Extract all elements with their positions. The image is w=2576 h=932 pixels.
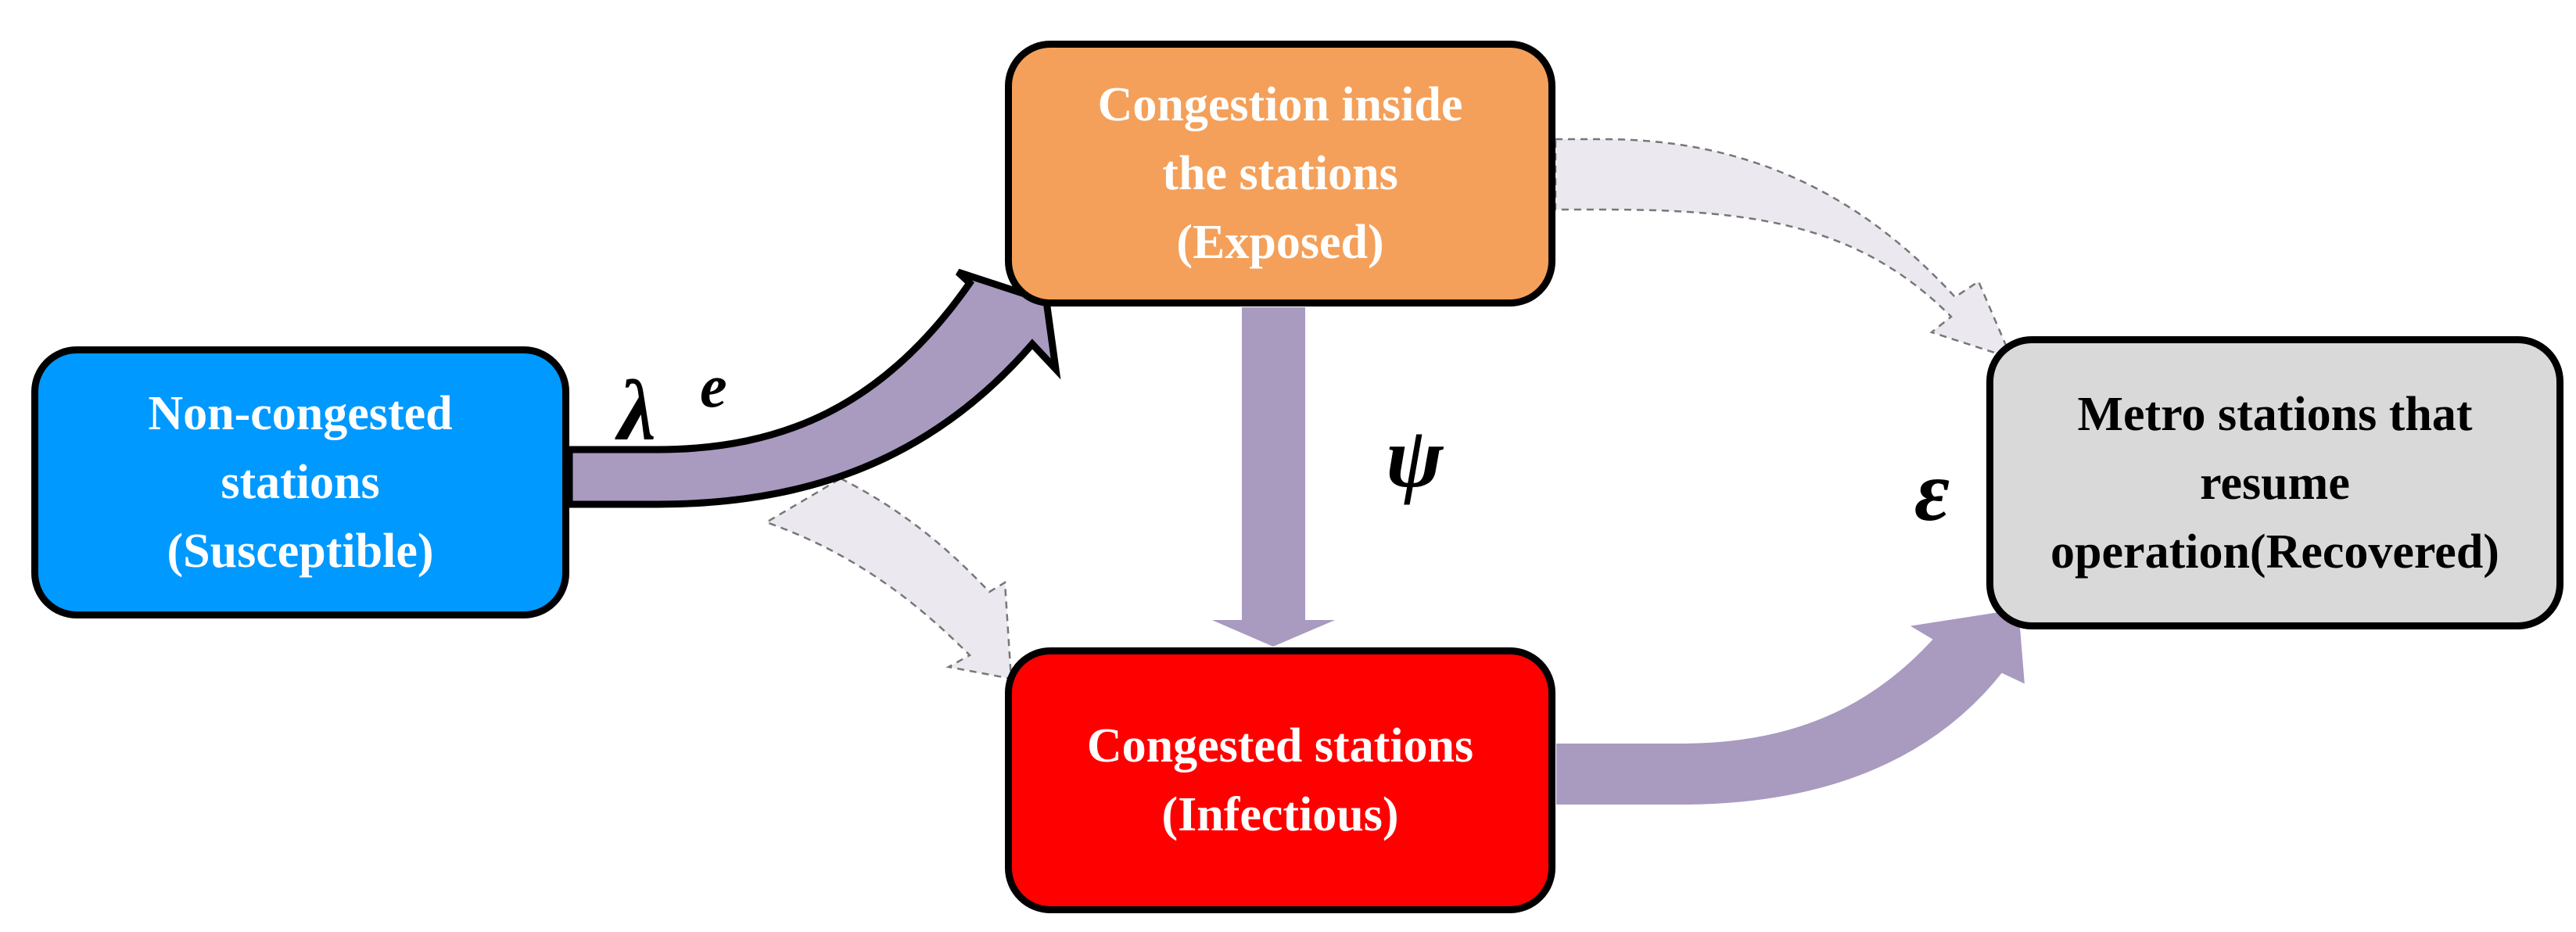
susceptible-line-3: (Susceptible) <box>167 525 434 578</box>
exposed-node: Congestion inside the stations (Exposed) <box>1005 41 1555 306</box>
susceptible-node: Non-congested stations (Susceptible) <box>31 346 569 618</box>
arrow-susceptible-to-exposed <box>565 268 1061 508</box>
faint-arrow-susceptible-to-infectious <box>764 477 1013 680</box>
infectious-line-2: (Infectious) <box>1161 788 1399 841</box>
exposed-line-3: (Exposed) <box>1176 216 1384 269</box>
arrow-infectious-to-recovered <box>1555 607 2027 806</box>
exposed-line-1: Congestion inside <box>1097 78 1463 131</box>
faint-arrow-exposed-to-recovered <box>1554 138 2014 360</box>
infection-rate-symbol: ψ <box>1386 410 1444 505</box>
exposure-rate-superscript: e <box>700 352 727 420</box>
recovered-line-3: operation(Recovered) <box>2050 525 2499 579</box>
infectious-line-1: Congested stations <box>1086 719 1474 772</box>
recovered-line-2: resume <box>2200 456 2350 510</box>
recovered-node: Metro stations that resume operation(Rec… <box>1986 336 2563 629</box>
recovered-line-1: Metro stations that <box>2077 387 2473 441</box>
susceptible-line-1: Non-congested <box>148 387 453 440</box>
arrow-exposed-to-infectious <box>1207 306 1340 649</box>
recovery-rate-symbol: ε <box>1914 443 1950 539</box>
exposure-rate-symbol: λ <box>618 363 656 458</box>
susceptible-line-2: stations <box>221 456 380 509</box>
infectious-node: Congested stations (Infectious) <box>1005 647 1555 913</box>
exposed-line-2: the stations <box>1162 147 1398 200</box>
